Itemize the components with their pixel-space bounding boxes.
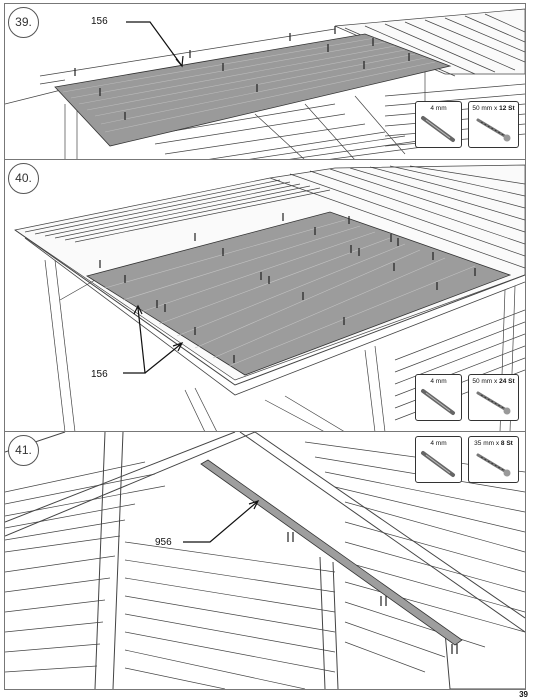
step-40-panel: 40. 156 4 mm 50 mm x 24 St: [4, 159, 526, 433]
screw-icon: [476, 118, 511, 142]
drill-bit-icon: [421, 451, 455, 477]
screw-icon: [476, 453, 511, 477]
screw-quantity-label: 35 mm x 8 St: [474, 440, 513, 447]
screw-quantity-label: 50 mm x 12 St: [472, 105, 515, 112]
drill-bit-size-box: 4 mm: [415, 436, 462, 483]
drill-bit-size-box: 4 mm: [415, 374, 462, 421]
drill-bit-size-box: 4 mm: [415, 101, 462, 148]
part-number-label: 156: [91, 16, 108, 27]
drill-bit-size-label: 4 mm: [430, 378, 447, 385]
screw-quantity-box: 35 mm x 8 St: [468, 436, 519, 483]
screw-quantity-label: 50 mm x 24 St: [472, 378, 515, 385]
step-number-badge: 41.: [8, 435, 39, 466]
drill-bit-icon: [421, 116, 455, 142]
step-41-panel: 41. 956 4 mm 35 mm x 8 St: [4, 431, 526, 690]
step-39-panel: 39. 156 4 mm 50 mm x 12 St: [4, 3, 526, 161]
screw-quantity-box: 50 mm x 12 St: [468, 101, 519, 148]
drill-bit-size-label: 4 mm: [430, 105, 447, 112]
step-number-badge: 40.: [8, 163, 39, 194]
step-number-badge: 39.: [8, 7, 39, 38]
part-number-label: 956: [155, 537, 172, 548]
page-number: 39: [519, 690, 528, 699]
step-40-illustration: [14, 164, 525, 432]
screw-quantity-box: 50 mm x 24 St: [468, 374, 519, 421]
screw-icon: [476, 391, 511, 415]
drill-bit-icon: [421, 389, 455, 415]
part-number-label: 156: [91, 369, 108, 380]
drill-bit-size-label: 4 mm: [430, 440, 447, 447]
